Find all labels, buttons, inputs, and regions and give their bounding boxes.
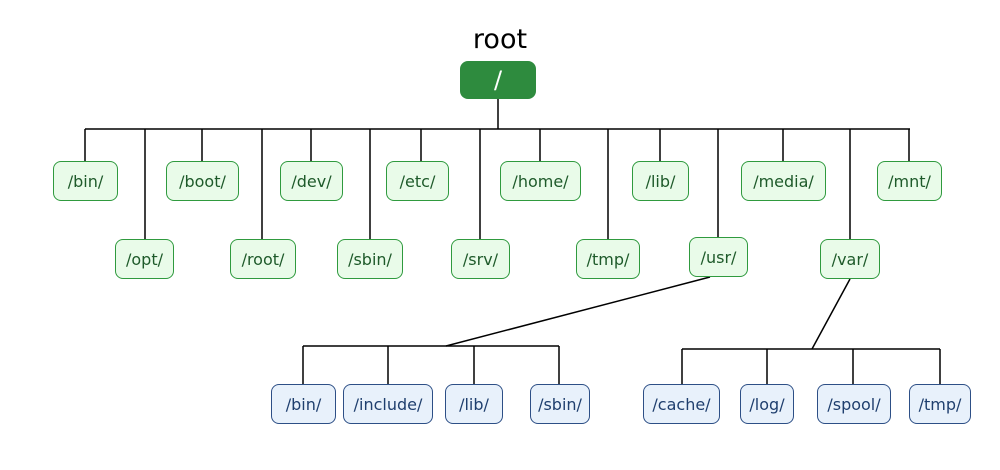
dir-srv: /srv/ — [451, 239, 510, 279]
usr-bin: /bin/ — [271, 384, 336, 424]
dir-var: /var/ — [820, 239, 880, 279]
dir-media: /media/ — [741, 161, 826, 201]
var-tmp: /tmp/ — [909, 384, 971, 424]
dir-usr: /usr/ — [689, 237, 748, 277]
dir-boot: /boot/ — [166, 161, 239, 201]
dir-root: /root/ — [230, 239, 296, 279]
root-title: root — [472, 24, 528, 55]
var-spool: /spool/ — [817, 384, 891, 424]
var-cache: /cache/ — [643, 384, 720, 424]
usr-include: /include/ — [343, 384, 433, 424]
dir-tmp: /tmp/ — [576, 239, 640, 279]
dir-dev: /dev/ — [280, 161, 343, 201]
usr-lib: /lib/ — [445, 384, 503, 424]
dir-opt: /opt/ — [115, 239, 174, 279]
dir-sbin: /sbin/ — [337, 239, 403, 279]
var-diagonal — [811, 278, 851, 350]
dir-home: /home/ — [500, 161, 581, 201]
root-node: / — [460, 61, 536, 99]
dir-etc: /etc/ — [386, 161, 449, 201]
dir-lib: /lib/ — [632, 161, 689, 201]
usr-diagonal — [445, 276, 711, 347]
dir-bin: /bin/ — [53, 161, 118, 201]
usr-sbin: /sbin/ — [530, 384, 590, 424]
var-log: /log/ — [740, 384, 794, 424]
dir-mnt: /mnt/ — [877, 161, 942, 201]
